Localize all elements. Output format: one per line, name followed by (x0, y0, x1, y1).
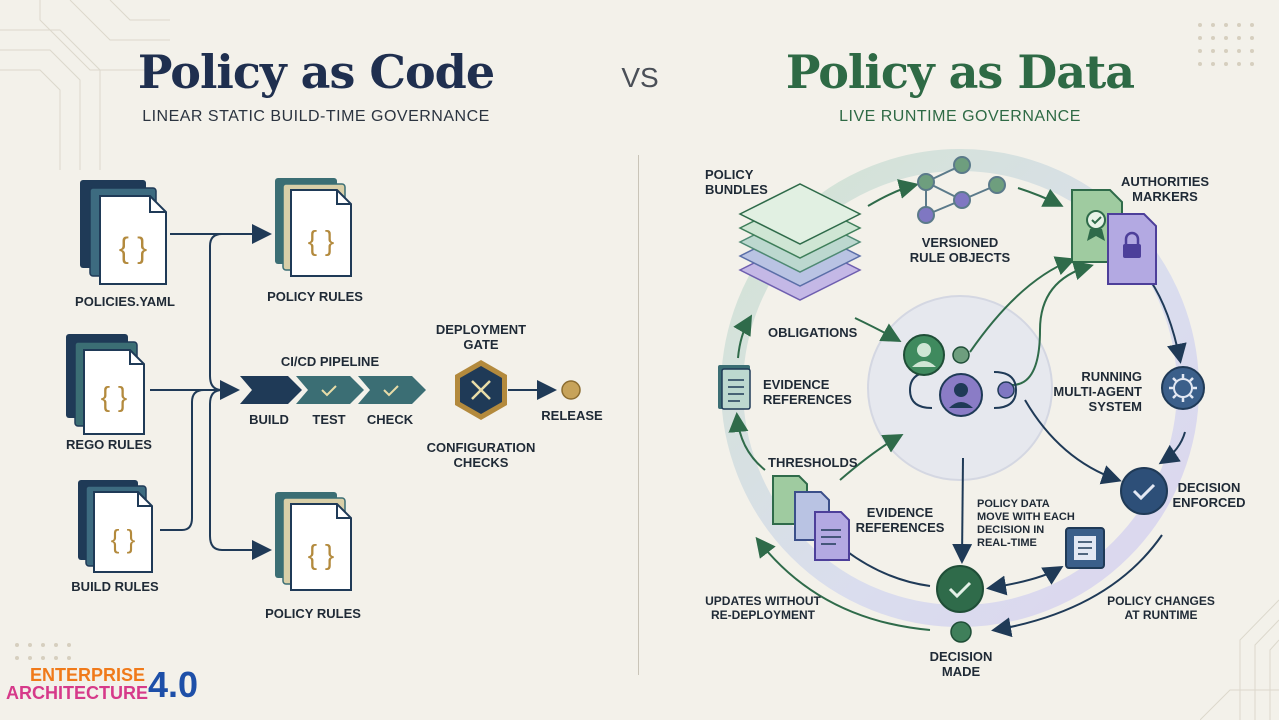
build-stage-chevron (240, 376, 302, 404)
versioned-rule-objects-label: VERSIONED RULE OBJECTS (909, 235, 1011, 265)
arrow-center-to-authorities (969, 256, 1076, 353)
logo-enterprise-text: ENTERPRISE (30, 665, 146, 685)
versioned-rule-objects-icon (917, 156, 1006, 224)
evidence-references-doc-icon (718, 365, 751, 410)
policy-rules-bottom-label: POLICY RULES (265, 606, 361, 621)
right-subtitle: LIVE RUNTIME GOVERNANCE (839, 108, 1081, 125)
arrow-obligations-to-center (854, 317, 902, 342)
connector-trunk-up (209, 233, 268, 391)
policy-data-doc-icon (1065, 527, 1105, 569)
check-check-icon (383, 385, 399, 397)
release-label: RELEASE (541, 408, 603, 423)
arrow-thresholds-to-center (839, 434, 904, 481)
arrow-center-to-made (952, 457, 973, 564)
arrow-evidence-to-obligations (733, 314, 753, 359)
dot-grid-bottom-left (15, 643, 71, 660)
enterprise-architecture-logo: ENTERPRISE ARCHITECTURE 4.0 (6, 665, 206, 705)
policy-data-note-label: POLICY DATA MOVE WITH EACH DECISION IN R… (977, 498, 1075, 549)
center-divider (638, 155, 639, 675)
policy-rules-top-doc-stack: { } (275, 178, 352, 277)
arrow-made-to-updates (755, 536, 931, 631)
vs-label: VS (621, 62, 659, 93)
check-stage-label: CHECK (366, 412, 414, 427)
running-multi-agent-label: RUNNING MULTI-AGENT SYSTEM (1053, 369, 1142, 414)
dot-grid-top-right (1198, 23, 1254, 66)
right-title: Policy as Data (785, 45, 1135, 99)
arrow-running-to-enforced (1158, 431, 1186, 465)
arrow-center-to-enforced (1024, 399, 1122, 485)
thresholds-doc-stack-icon (772, 475, 850, 561)
test-check-icon (321, 385, 337, 397)
build-brace-icon: { } (111, 524, 136, 554)
corner-pattern-top-left (0, 0, 170, 170)
arrow-versioned-to-authorities (1017, 187, 1064, 207)
arrow-bundles-to-versioned (867, 179, 919, 207)
decision-enforced-label: DECISION ENFORCED (1172, 480, 1246, 510)
thresholds-label: THRESHOLDS (768, 455, 858, 470)
policy-rules-top-brace-icon: { } (308, 225, 334, 256)
check-stage-chevron (358, 376, 426, 404)
node-purple (997, 381, 1015, 399)
obligations-label: OBLIGATIONS (768, 325, 858, 340)
decision-enforced-check-icon (1120, 467, 1168, 515)
policy-as-code-diagram: { } { } { } { } { } (66, 178, 581, 591)
policy-as-data-diagram (718, 149, 1205, 643)
build-stage-label: BUILD (249, 412, 289, 427)
configuration-checks-label: CONFIGURATION CHECKS (426, 440, 536, 470)
release-dot (561, 380, 581, 400)
left-subtitle: LINEAR STATIC BUILD-TIME GOVERNANCE (142, 108, 490, 125)
build-rules-label: BUILD RULES (71, 579, 159, 594)
deployment-gate-icon (455, 360, 507, 420)
pipeline-chevrons (240, 376, 426, 404)
deployment-gate-label: DEPLOYMENT GATE (435, 322, 527, 352)
policy-bundles-label: POLICY BUNDLES (705, 167, 768, 197)
cicd-pipeline-label: CI/CD PIPELINE (280, 354, 380, 369)
authorities-markers-label: AUTHORITIES MARKERS (1120, 174, 1210, 204)
connector-build-rules (160, 389, 205, 531)
authorities-markers-icon (1071, 189, 1157, 285)
rego-rules-label: REGO RULES (66, 437, 152, 452)
running-system-gear-icon (1161, 366, 1205, 410)
arrow-thresholds-to-evidence (728, 412, 766, 471)
decision-made-dot (950, 621, 972, 643)
policy-rules-top-label: POLICY RULES (267, 289, 363, 304)
policies-yaml-label: POLICIES.YAML (75, 294, 175, 309)
policies-yaml-doc-stack: { } (80, 180, 167, 285)
left-title: Policy as Code (137, 45, 495, 99)
test-stage-label: TEST (312, 412, 346, 427)
policies-brace-icon: { } (119, 232, 147, 265)
evidence-references-bottom-label: EVIDENCE REFERENCES (855, 505, 945, 535)
policy-bundles-stack-icon (738, 183, 862, 301)
decision-made-check-icon (936, 565, 984, 613)
policy-rules-bottom-brace-icon: { } (308, 539, 334, 570)
node-green (952, 346, 970, 364)
arrow-authorities-to-running (1149, 279, 1187, 364)
multi-agent-center-icon (903, 334, 1018, 417)
arrow-made-to-docs (844, 549, 931, 587)
logo-version-text: 4.0 (148, 664, 199, 705)
rego-rules-doc-stack: { } (66, 334, 145, 435)
arrow-changes-to-made (991, 534, 1163, 638)
arrow-node-to-authorities (1011, 260, 1094, 386)
test-stage-chevron (296, 376, 364, 404)
rego-brace-icon: { } (101, 381, 127, 412)
connector-trunk-down (209, 389, 272, 560)
policy-rules-bottom-doc-stack: { } (275, 492, 352, 591)
decision-made-label: DECISION MADE (929, 649, 993, 679)
arrow-doc-to-made-two-way (986, 565, 1064, 596)
logo-architecture-text: ARCHITECTURE (6, 683, 148, 703)
updates-without-redeployment-label: UPDATES WITHOUT RE-DEPLOYMENT (705, 594, 821, 622)
corner-pattern-bottom-right (1200, 599, 1279, 720)
evidence-references-left-label: EVIDENCE REFERENCES (763, 377, 852, 407)
policy-changes-runtime-label: POLICY CHANGES AT RUNTIME (1107, 594, 1215, 622)
build-rules-doc-stack: { } (78, 480, 153, 573)
